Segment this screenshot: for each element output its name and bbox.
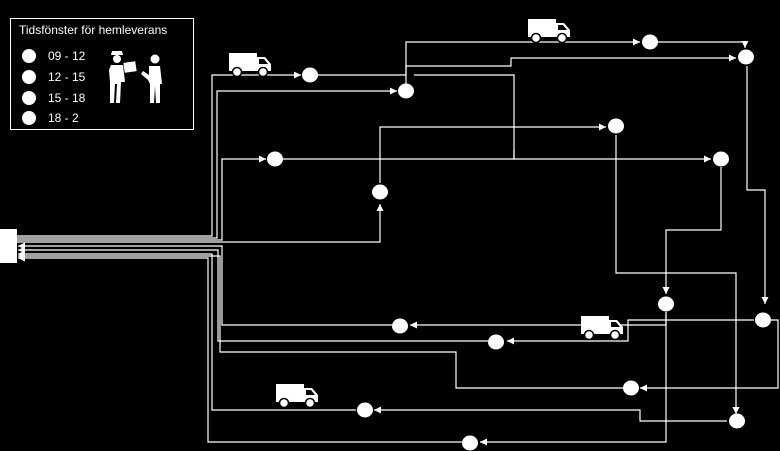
route-line	[507, 319, 754, 345]
route-line	[18, 246, 488, 342]
legend-label: 15 - 18	[48, 91, 86, 105]
delivery-van-icon	[527, 18, 571, 44]
legend-label: 09 - 12	[48, 49, 86, 63]
stop-node	[302, 67, 318, 83]
legend-marker-icon	[22, 111, 36, 125]
delivery-handover-icon	[109, 51, 162, 103]
stop-node	[729, 413, 745, 429]
stop-node	[488, 334, 504, 350]
stop-node	[372, 184, 388, 200]
route-line	[17, 155, 266, 241]
legend-marker-icon	[22, 70, 36, 84]
delivery-van-icon	[228, 52, 272, 78]
stop-node	[623, 380, 639, 396]
route-line	[318, 38, 640, 76]
stop-node	[392, 318, 408, 334]
route-line	[746, 66, 769, 304]
route-line	[513, 150, 711, 163]
legend-title: Tidsfönster för hemleverans	[19, 23, 167, 37]
route-line	[17, 87, 397, 239]
route-line	[658, 41, 749, 48]
delivery-van-icon	[580, 315, 624, 341]
stop-node	[608, 118, 624, 134]
route-line	[18, 250, 356, 411]
route-lines	[17, 38, 779, 446]
legend: Tidsfönster för hemleverans 09 - 12 12 -…	[10, 18, 194, 130]
route-line	[18, 252, 623, 389]
legend-frame	[10, 18, 194, 130]
route-line	[18, 242, 392, 326]
route-line	[17, 71, 301, 237]
route-line	[17, 204, 384, 243]
stop-node	[755, 312, 771, 328]
route-line	[480, 312, 667, 446]
stop-node	[398, 83, 414, 99]
route-line	[640, 319, 779, 392]
route-line	[283, 74, 515, 160]
route-line	[379, 123, 606, 183]
route-line	[662, 167, 722, 294]
stop-node	[357, 402, 373, 418]
legend-marker-icon	[22, 91, 36, 105]
route-line	[615, 135, 740, 414]
route-line	[405, 54, 736, 84]
delivery-van-icon	[275, 383, 319, 409]
route-line	[18, 254, 462, 443]
depot-box-icon	[0, 229, 17, 263]
stop-node	[642, 34, 658, 50]
stop-node	[267, 151, 283, 167]
stop-node	[658, 296, 674, 312]
stop-node	[738, 49, 754, 65]
legend-marker-icon	[22, 49, 36, 63]
stop-node	[713, 151, 729, 167]
legend-label: 12 - 15	[48, 70, 86, 84]
legend-label: 18 - 2	[48, 111, 79, 125]
stop-node	[462, 435, 478, 451]
stop-nodes	[267, 34, 771, 451]
route-line	[374, 406, 727, 422]
